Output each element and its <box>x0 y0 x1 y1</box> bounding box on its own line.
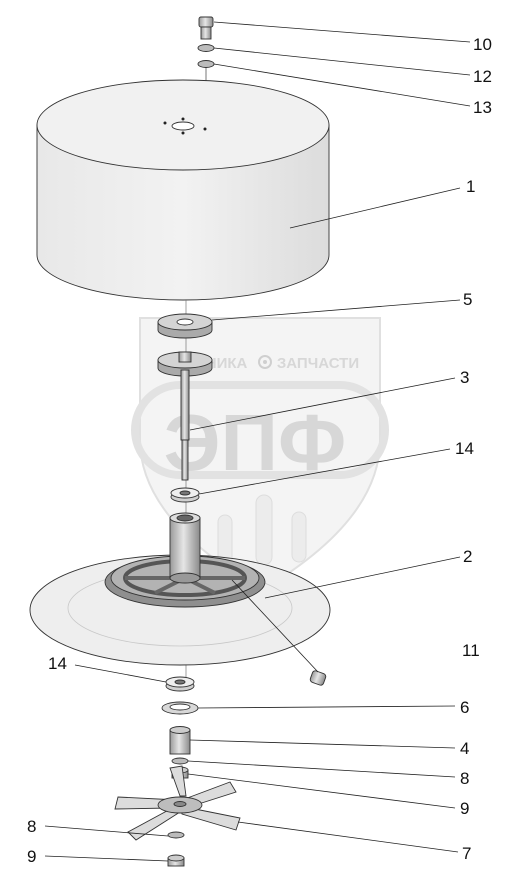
callout-14-upper: 14 <box>455 439 474 458</box>
part-impeller-7 <box>114 765 241 841</box>
part-drum-1 <box>36 79 330 301</box>
callout-6: 6 <box>460 698 469 717</box>
wheat-ears-icon <box>217 494 307 566</box>
callout-5: 5 <box>463 290 472 309</box>
leader-12 <box>213 47 471 76</box>
leader-10 <box>213 21 471 43</box>
part-washer-8-upper <box>171 757 189 765</box>
callout-9-upper: 9 <box>460 799 469 818</box>
leader-3 <box>189 377 456 431</box>
leader-14a <box>198 448 451 495</box>
callout-9-lower: 9 <box>27 847 36 866</box>
part-bushing-4 <box>169 726 191 755</box>
callout-2: 2 <box>463 547 472 566</box>
callout-14-lower: 14 <box>48 654 67 673</box>
callout-8-upper: 8 <box>460 769 469 788</box>
leader-13 <box>213 63 471 107</box>
part-shaft-3 <box>157 351 213 481</box>
watermark-oval <box>131 381 389 479</box>
callout-12: 12 <box>473 67 492 86</box>
callout-10: 10 <box>473 35 492 54</box>
leader-11 <box>231 579 319 673</box>
part-disk-2 <box>29 512 331 666</box>
part-washer-12 <box>197 44 215 52</box>
part-nut-14-upper <box>170 487 200 503</box>
watermark-logo: ЭПФ <box>164 398 347 487</box>
part-bolt-10 <box>198 16 214 40</box>
callout-7: 7 <box>462 844 471 863</box>
part-nut-14-lower <box>165 676 195 692</box>
callout-labels: 10 12 13 1 5 3 14 2 11 14 6 4 8 9 8 7 9 <box>27 35 492 866</box>
part-washer-13 <box>197 60 215 68</box>
leader-2 <box>264 556 461 599</box>
leader-9a <box>187 773 456 809</box>
callout-8-lower: 8 <box>27 817 36 836</box>
part-nut-9-lower <box>167 854 185 867</box>
callout-3: 3 <box>460 368 469 387</box>
callout-13: 13 <box>473 98 492 117</box>
callout-4: 4 <box>460 739 469 758</box>
part-plug-11 <box>309 670 327 686</box>
callout-1: 1 <box>466 177 475 196</box>
leader-8b <box>44 825 169 837</box>
leader-14b <box>74 664 167 683</box>
callout-11: 11 <box>462 641 480 660</box>
leader-5 <box>211 299 461 321</box>
leader-9b <box>44 855 169 862</box>
part-flange-5 <box>157 313 213 339</box>
leader-1 <box>289 187 461 229</box>
leader-4 <box>189 739 456 749</box>
watermark-brand-right: ЗАПЧАСТИ <box>277 355 359 372</box>
leader-8a <box>187 760 456 778</box>
leader-6 <box>197 705 456 709</box>
part-ring-6 <box>161 701 199 715</box>
part-washer-8-lower <box>167 831 185 839</box>
gear-icon <box>258 355 272 369</box>
leader-lines <box>44 21 471 862</box>
leader-7 <box>237 821 459 853</box>
